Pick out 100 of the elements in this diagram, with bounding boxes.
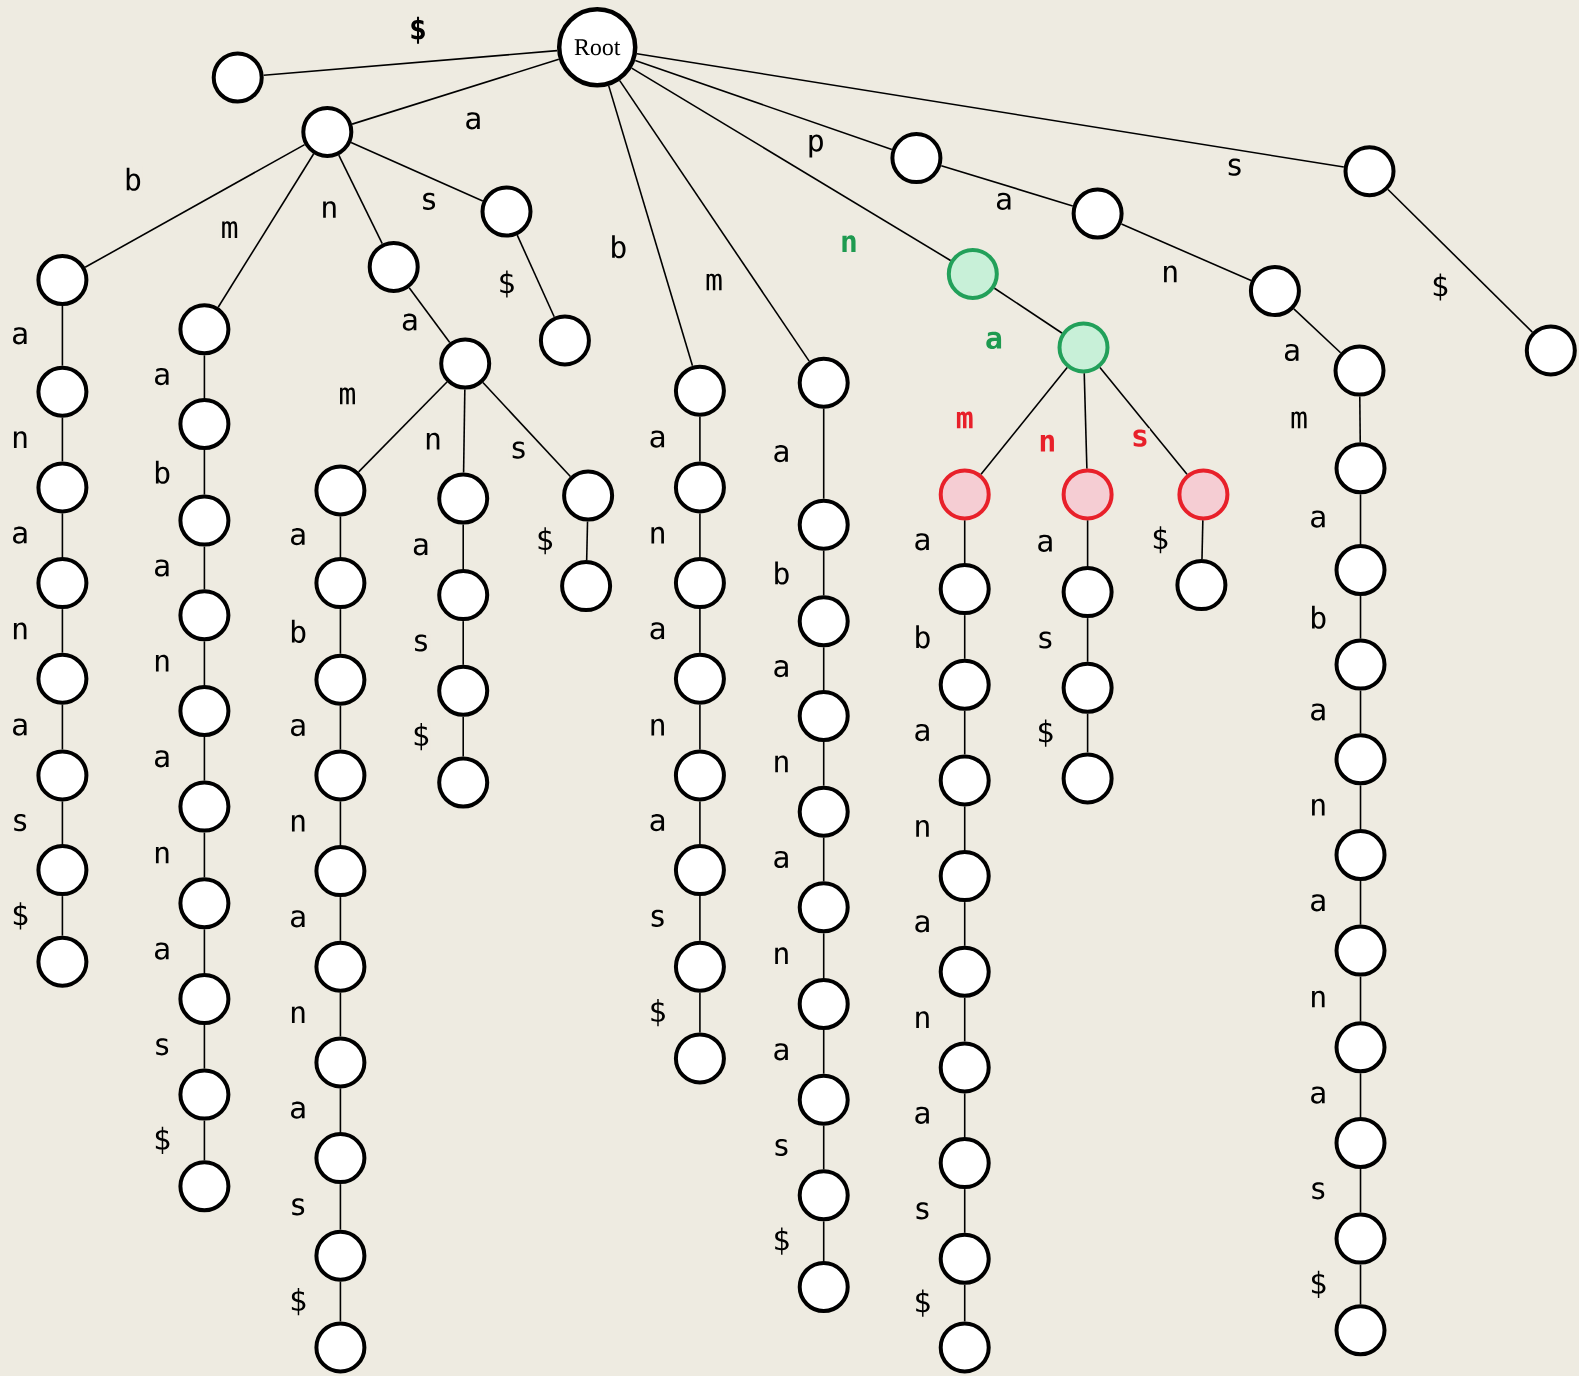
edge-label: a: [10, 525, 31, 545]
edge-line: [822, 1029, 825, 1075]
edge-line: [1086, 617, 1089, 663]
edge-line: [1083, 372, 1088, 470]
tree-node: [938, 1321, 991, 1374]
edge-line: [203, 928, 206, 974]
edge-line: [339, 991, 342, 1038]
edge-line: [963, 710, 966, 756]
edge-line: [350, 141, 484, 202]
edge-line: [339, 800, 342, 846]
edge-label: a: [288, 909, 309, 929]
edge-line: [1293, 308, 1342, 354]
edge-label: b: [1308, 604, 1329, 630]
edge-line: [462, 620, 464, 666]
edge-line: [963, 901, 966, 947]
tree-node: [673, 652, 726, 705]
edge-line: [339, 896, 342, 942]
edge-line: [84, 143, 306, 269]
edge-line: [1387, 188, 1534, 333]
edge-line: [1359, 880, 1362, 926]
edge-label: b: [152, 459, 173, 485]
edge-line: [339, 1183, 342, 1231]
tree-node: [36, 652, 89, 705]
edge-line: [699, 703, 701, 751]
edge-line: [203, 449, 206, 496]
edge-line: [963, 1188, 966, 1234]
tree-node: [1334, 1304, 1387, 1357]
tree-node: [673, 749, 726, 802]
edge-line: [822, 1124, 825, 1171]
edge-label: n: [288, 1005, 309, 1024]
edge-line: [339, 704, 342, 751]
edge-label: a: [912, 532, 933, 552]
edge-label: $: [10, 901, 31, 931]
edge-label: s: [410, 633, 431, 653]
tree-node: [211, 51, 264, 104]
edge-label: s: [1308, 1181, 1329, 1201]
edge-label: s: [771, 1137, 792, 1158]
edge-line: [822, 407, 825, 500]
edge-label: n: [319, 200, 340, 219]
edge-line: [822, 741, 825, 787]
tree-node: [178, 877, 231, 930]
edge-line: [699, 512, 701, 558]
edge-line: [980, 366, 1068, 475]
edge-line: [203, 1024, 206, 1070]
edge-label: a: [152, 558, 173, 578]
tree-node: [797, 595, 850, 648]
tree-node: [673, 1032, 726, 1085]
edge-line: [61, 608, 64, 654]
tree-node: [1061, 661, 1114, 714]
edge-label: a: [1308, 509, 1329, 529]
edge-label: n: [771, 946, 792, 966]
edge-label: a: [771, 659, 792, 679]
edge-label: a: [1035, 533, 1056, 553]
edge-line: [339, 1280, 342, 1323]
edge-label: a: [463, 111, 484, 131]
edge-line: [61, 416, 64, 463]
edge-label: $: [410, 722, 431, 752]
tree-node: [437, 756, 490, 809]
edge-line: [618, 79, 810, 362]
edge-line: [630, 67, 952, 262]
edge-line: [963, 614, 966, 660]
edge-line: [1099, 366, 1188, 476]
edge-label: a: [994, 191, 1014, 211]
edge-label: a: [152, 749, 173, 769]
tree-node: [439, 337, 492, 390]
edge-label: a: [10, 717, 31, 737]
edge-line: [822, 836, 825, 883]
edge-label: a: [152, 941, 173, 961]
edge-line: [1086, 519, 1089, 567]
tree-node: [437, 472, 490, 525]
tree-node: [1334, 733, 1387, 786]
edge-label: a: [288, 718, 309, 738]
tree-node: [673, 364, 726, 417]
edge-line: [351, 58, 560, 125]
tree-node: [938, 945, 991, 998]
edge-label: b: [912, 624, 933, 650]
edge-line: [1120, 223, 1252, 282]
edge-label: $: [912, 1288, 933, 1318]
tree-node: [938, 658, 991, 711]
edge-line: [963, 1092, 966, 1138]
edge-line: [963, 1284, 966, 1323]
edge-line: [963, 805, 966, 851]
edge-label: $: [1035, 718, 1056, 748]
highlighted-node: [1061, 468, 1114, 521]
edge-line: [203, 545, 206, 591]
edge-label: a: [288, 1100, 309, 1120]
tree-node: [1334, 442, 1387, 495]
edge-line: [203, 831, 206, 879]
edge-line: [339, 515, 342, 558]
edge-line: [462, 388, 466, 474]
edge-line: [61, 512, 64, 558]
tree-node: [1071, 187, 1124, 240]
edge-line: [217, 153, 315, 309]
edge-line: [203, 354, 206, 399]
edge-line: [699, 895, 701, 942]
edge-line: [699, 608, 701, 654]
tree-node: [480, 185, 533, 238]
edge-label: $: [771, 1226, 792, 1256]
edge-label: a: [771, 849, 792, 870]
edge-label: a: [912, 914, 933, 934]
